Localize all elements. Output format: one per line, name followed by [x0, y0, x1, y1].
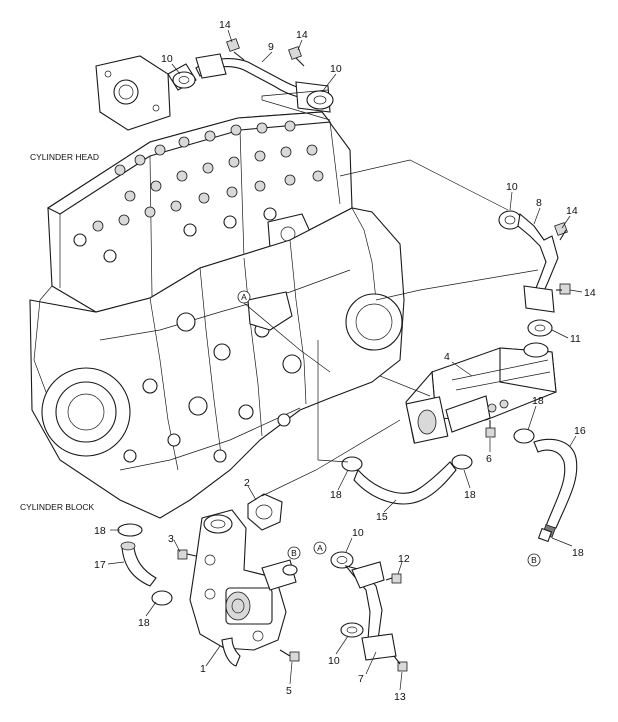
callout-18: 18 — [532, 395, 544, 407]
callout-8: 8 — [536, 197, 542, 209]
connector-a-block-label: A — [241, 292, 247, 302]
callout-13: 13 — [394, 691, 406, 703]
callout-10: 10 — [506, 181, 518, 193]
callout-numbers: 14 9 14 10 10 10 8 14 14 11 4 18 16 6 18… — [94, 19, 596, 703]
callout-16: 16 — [574, 425, 586, 437]
callout-18: 18 — [572, 547, 584, 559]
callout-15: 15 — [376, 511, 388, 523]
callout-10: 10 — [328, 655, 340, 667]
egr-cooler — [405, 342, 557, 444]
callout-11: 11 — [570, 333, 581, 345]
reference-lines — [243, 89, 539, 497]
connector-a-pipe-label: A — [317, 543, 323, 553]
callout-14: 14 — [296, 29, 308, 41]
callout-4: 4 — [444, 351, 450, 363]
callout-18: 18 — [94, 525, 106, 537]
hose-16: B — [514, 429, 578, 567]
callout-18: 18 — [464, 489, 476, 501]
callout-14: 14 — [219, 19, 231, 31]
callout-6: 6 — [486, 453, 492, 465]
callout-9: 9 — [268, 41, 274, 53]
cylinder-head — [46, 55, 353, 313]
callout-10: 10 — [161, 53, 173, 65]
callout-5: 5 — [286, 685, 292, 697]
callout-2: 2 — [244, 477, 250, 489]
connector-a-pipe — [313, 541, 327, 555]
cylinder-block-label: CYLINDER BLOCK — [20, 502, 94, 512]
callout-18: 18 — [330, 489, 342, 501]
callout-12: 12 — [398, 553, 410, 565]
egr-pipe-upper — [167, 38, 334, 113]
connector-b-mount-label: B — [291, 548, 297, 558]
callout-14: 14 — [584, 287, 596, 299]
head-bolts — [73, 120, 324, 263]
leader-lines — [107, 29, 583, 691]
callout-14: 14 — [566, 205, 578, 217]
callout-18: 18 — [138, 617, 150, 629]
egr-pipe-right — [498, 210, 571, 337]
callout-17: 17 — [94, 559, 106, 571]
gasket-2 — [247, 493, 283, 531]
hose-clamps — [117, 428, 553, 606]
egr-pipe-lower: A — [313, 541, 408, 672]
callout-3: 3 — [168, 533, 174, 545]
egr-valve-assembly: B — [177, 509, 301, 667]
connector-b-mount — [287, 546, 301, 560]
cylinder-head-label: CYLINDER HEAD — [30, 152, 99, 162]
connector-b-hose-label: B — [531, 555, 537, 565]
callout-10: 10 — [330, 63, 342, 75]
callout-7: 7 — [358, 673, 364, 685]
callout-1: 1 — [200, 663, 206, 675]
cylinder-block: A — [29, 207, 405, 519]
callout-10: 10 — [352, 527, 364, 539]
connector-b-hose — [527, 553, 541, 567]
